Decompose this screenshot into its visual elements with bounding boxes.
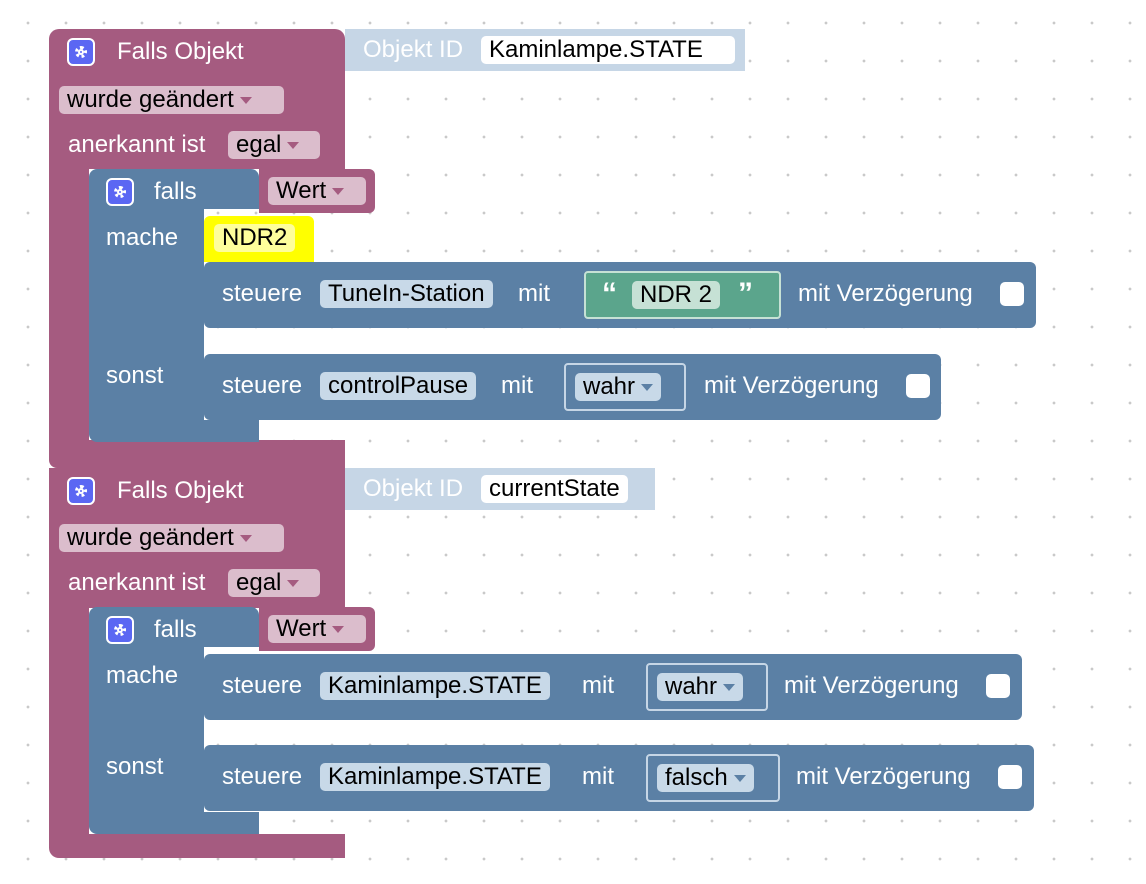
object-id-label: Objekt ID	[363, 36, 464, 63]
mit-label: mit	[582, 672, 614, 699]
target-field[interactable]: Kaminlampe.STATE	[320, 672, 550, 700]
value-text: wahr	[665, 673, 718, 700]
value-block[interactable]: falsch	[646, 754, 780, 802]
else-label: sonst	[106, 362, 164, 389]
condition-value: Wert	[276, 615, 327, 642]
gear-icon[interactable]	[67, 477, 95, 505]
mit-label: mit	[501, 372, 533, 399]
chevron-down-icon	[287, 142, 300, 150]
value-text: wahr	[583, 373, 636, 400]
if-block-2-spine	[89, 643, 204, 833]
delay-checkbox[interactable]	[1000, 282, 1024, 306]
if-label: falls	[154, 616, 197, 643]
do-label: mache	[106, 662, 179, 689]
chevron-down-icon	[332, 188, 345, 196]
delay-label: mit Verzögerung	[784, 672, 959, 699]
steuere-label: steuere	[222, 372, 303, 399]
if-block-1-foot	[89, 420, 259, 442]
trigger-value: wurde geändert	[67, 86, 234, 113]
delay-label: mit Verzögerung	[704, 372, 879, 399]
delay-checkbox[interactable]	[986, 674, 1010, 698]
condition-dropdown[interactable]: Wert	[268, 615, 366, 643]
object-id-block[interactable]: Objekt ID currentState	[345, 468, 655, 510]
event-title: Falls Objekt	[117, 477, 244, 504]
event-block-2-foot	[49, 834, 345, 858]
object-id-field[interactable]: currentState	[481, 475, 628, 503]
gear-icon[interactable]	[67, 38, 95, 66]
target-field[interactable]: controlPause	[320, 372, 477, 400]
target-field[interactable]: TuneIn-Station	[320, 280, 493, 308]
chevron-down-icon	[287, 580, 300, 588]
event-title: Falls Objekt	[117, 38, 244, 65]
comment-block[interactable]: NDR2	[204, 216, 314, 262]
event-block-1-foot	[49, 440, 345, 468]
action-block-else[interactable]: steuere controlPause mit wahr mit Verzög…	[204, 354, 941, 420]
value-dropdown[interactable]: wahr	[657, 673, 744, 701]
delay-label: mit Verzögerung	[798, 280, 973, 307]
delay-checkbox[interactable]	[998, 765, 1022, 789]
ack-label: anerkannt ist	[68, 131, 206, 158]
gear-icon[interactable]	[106, 178, 134, 206]
action-block-do[interactable]: steuere TuneIn-Station mit “ NDR 2 ” mit…	[204, 262, 1036, 328]
steuere-label: steuere	[222, 280, 303, 307]
steuere-label: steuere	[222, 763, 303, 790]
else-label: sonst	[106, 753, 164, 780]
value-dropdown[interactable]: wahr	[575, 373, 662, 401]
chevron-down-icon	[733, 775, 746, 783]
do-label: mache	[106, 224, 179, 251]
value-block[interactable]: wahr	[564, 363, 686, 411]
chevron-down-icon	[723, 684, 736, 692]
object-id-block[interactable]: Objekt ID Kaminlampe.STATE	[345, 29, 745, 71]
chevron-down-icon	[641, 384, 654, 392]
value-block[interactable]: wahr	[646, 663, 768, 711]
event-block-1-spine	[49, 160, 89, 450]
target-field[interactable]: Kaminlampe.STATE	[320, 763, 550, 791]
event-block-2-spine	[49, 600, 89, 840]
trigger-dropdown[interactable]: wurde geändert	[59, 524, 284, 552]
trigger-value: wurde geändert	[67, 524, 234, 551]
mit-label: mit	[518, 280, 550, 307]
chevron-down-icon	[239, 535, 252, 543]
action-block-else[interactable]: steuere Kaminlampe.STATE mit falsch mit …	[204, 745, 1034, 811]
if-label: falls	[154, 178, 197, 205]
delay-checkbox[interactable]	[906, 374, 930, 398]
object-id-label: Objekt ID	[363, 475, 464, 502]
chevron-down-icon	[332, 626, 345, 634]
if-block-2-foot	[89, 812, 259, 834]
chevron-down-icon	[239, 97, 252, 105]
condition-dropdown[interactable]: Wert	[268, 177, 366, 205]
ack-value: egal	[236, 569, 282, 596]
mit-label: mit	[582, 763, 614, 790]
trigger-dropdown[interactable]: wurde geändert	[59, 86, 284, 114]
gear-icon[interactable]	[106, 616, 134, 644]
quote-close-icon: ”	[738, 277, 753, 310]
steuere-label: steuere	[222, 672, 303, 699]
ack-label: anerkannt ist	[68, 569, 206, 596]
value-dropdown[interactable]: falsch	[657, 764, 754, 792]
ack-dropdown[interactable]: egal	[228, 569, 320, 597]
comment-field[interactable]: NDR2	[214, 224, 296, 252]
if-block-1-spine	[89, 205, 204, 440]
action-block-do[interactable]: steuere Kaminlampe.STATE mit wahr mit Ve…	[204, 654, 1022, 720]
string-block[interactable]: “ NDR 2 ”	[584, 271, 781, 319]
ack-dropdown[interactable]: egal	[228, 131, 320, 159]
value-text: falsch	[665, 764, 728, 791]
condition-value: Wert	[276, 177, 327, 204]
string-value-field[interactable]: NDR 2	[632, 281, 721, 309]
ack-value: egal	[236, 131, 282, 158]
object-id-field[interactable]: Kaminlampe.STATE	[481, 36, 735, 64]
quote-open-icon: “	[602, 277, 617, 310]
delay-label: mit Verzögerung	[796, 763, 971, 790]
